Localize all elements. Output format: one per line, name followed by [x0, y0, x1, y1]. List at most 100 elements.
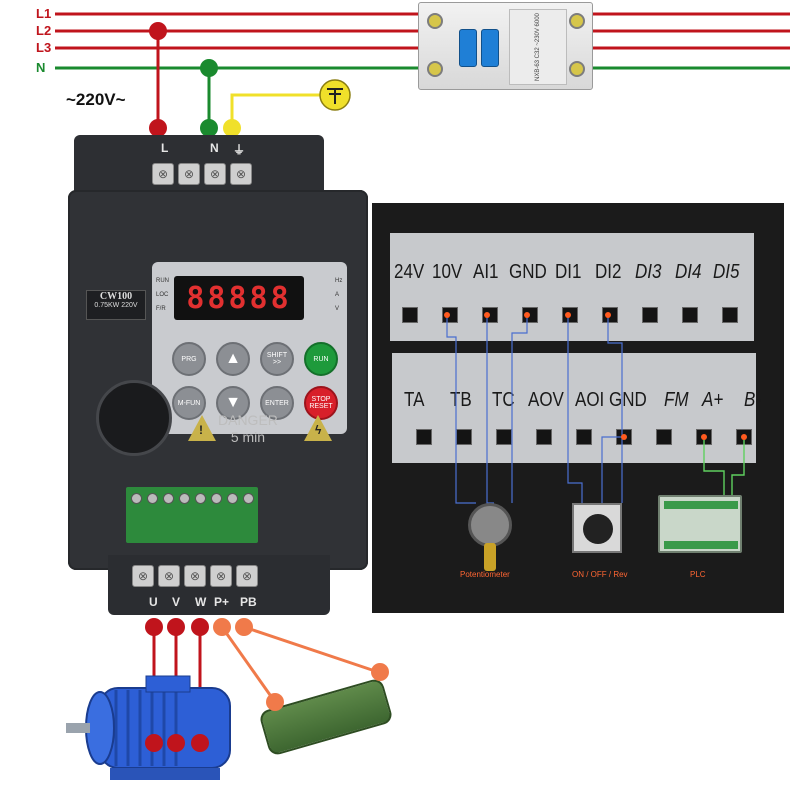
l2-junction-dot [149, 22, 167, 40]
vfd-inverter: L N ⏚ ⊗ ⊗ ⊗ ⊗ CW100 0.75KW 220V RUN LOC … [68, 135, 368, 615]
terminal-label-w: W [195, 595, 207, 609]
resistor-end-dot [371, 663, 389, 681]
inverter-bottom-section: ⊗ ⊗ ⊗ ⊗ ⊗ U V W P+ PB [108, 555, 330, 615]
terminal-a-plus: A+ [702, 389, 724, 411]
potentiometer-icon [468, 503, 512, 547]
led-label-run: RUN [156, 278, 169, 284]
led-label-v: V [335, 306, 340, 312]
danger-time: 5 min [230, 429, 266, 445]
breaker-lever [459, 29, 477, 67]
model-badge: CW100 0.75KW 220V [86, 290, 146, 320]
warning-triangle-icon: ! [188, 415, 216, 441]
terminal-label-p-plus: P+ [214, 595, 230, 609]
terminal-10v: 10V [432, 261, 463, 283]
voltage-label: ~220V~ [66, 90, 126, 109]
screw-icon [569, 61, 585, 77]
breaker-lever [481, 29, 499, 67]
label-l2: L2 [36, 23, 52, 38]
u-terminal-dot [145, 618, 163, 636]
down-key[interactable]: ▼ [216, 386, 250, 420]
screw-terminal: ⊗ [152, 163, 174, 185]
terminal-di1: DI1 [555, 261, 582, 283]
control-terminal-block [126, 487, 258, 543]
input-terminal-block: ⊗ ⊗ ⊗ ⊗ [152, 163, 252, 185]
terminal-fm: FM [664, 389, 689, 411]
terminal-ai1: AI1 [473, 261, 499, 283]
speed-knob[interactable] [96, 380, 172, 456]
screw-terminal: ⊗ [210, 565, 232, 587]
w-terminal-dot [191, 618, 209, 636]
plc-label: PLC [690, 570, 706, 579]
run-key-label: RUN [313, 355, 329, 363]
screw-terminal: ⊗ [236, 565, 258, 587]
shift-key-label: SHIFT [266, 352, 288, 359]
control-terminal-panel: 24V 10V AI1 GND DI1 DI2 DI3 DI4 DI5 TA T… [372, 203, 784, 613]
model-spec: 0.75KW 220V [94, 302, 138, 309]
switch-label: ON / OFF / Rev [572, 570, 628, 579]
terminal-label-u: U [149, 595, 158, 609]
terminal-gnd-top: GND [509, 261, 547, 283]
run-key[interactable]: RUN [304, 342, 338, 376]
keypad-panel: RUN LOC F/R Hz A V 88888 PRG ▲ SHIFT>> R… [152, 262, 347, 434]
screw-icon [427, 13, 443, 29]
reset-key-label: RESET [309, 403, 333, 410]
screw-terminal: ⊗ [158, 565, 180, 587]
label-n: N [36, 60, 46, 75]
shift-key[interactable]: SHIFT>> [260, 342, 294, 376]
led-label-loc: LOC [156, 292, 169, 298]
motor-icon [66, 675, 231, 780]
led-display: 88888 [174, 276, 304, 320]
v-terminal-dot [167, 618, 185, 636]
pe-terminal-dot [223, 119, 241, 137]
terminal-di3: DI3 [635, 261, 662, 283]
motor-terminal-dots [145, 734, 209, 752]
screw-icon [427, 61, 443, 77]
terminal-label-pb: PB [240, 595, 257, 609]
terminal-gnd-bottom: GND [609, 389, 647, 411]
led-label-a: A [335, 292, 340, 298]
enter-key-label: ENTER [265, 399, 289, 407]
prg-key-label: PRG [181, 355, 197, 363]
resistor-terminal-dots [266, 693, 284, 711]
electric-hazard-icon: ϟ [304, 415, 332, 441]
up-arrow-icon: ▲ [225, 350, 241, 367]
circuit-breaker: NXB-63 C32 ~230V 6000 [418, 2, 593, 90]
terminal-label-v: V [172, 595, 181, 609]
screw-icon [569, 13, 585, 29]
n-junction-dot [200, 59, 218, 77]
inverter-top-section: L N ⏚ ⊗ ⊗ ⊗ ⊗ [74, 135, 324, 195]
up-key[interactable]: ▲ [216, 342, 250, 376]
danger-text: DANGER [218, 412, 278, 428]
terminal-ta: TA [404, 389, 425, 411]
top-terminal-strip [390, 233, 754, 341]
pb-terminal-dot [235, 618, 253, 636]
potentiometer-shaft [484, 543, 496, 571]
shift-key-sub: >> [272, 359, 282, 366]
terminal-label-l: L [161, 141, 169, 155]
terminal-di2: DI2 [595, 261, 622, 283]
down-arrow-icon: ▼ [225, 394, 241, 411]
terminal-di5: DI5 [713, 261, 740, 283]
led-label-hz: Hz [335, 278, 343, 284]
enter-key[interactable]: ENTER [260, 386, 294, 420]
terminal-label-pe: ⏚ [233, 143, 246, 157]
label-l1: L1 [36, 6, 52, 21]
terminal-label-n: N [210, 141, 219, 155]
output-terminal-block: ⊗ ⊗ ⊗ ⊗ ⊗ [132, 565, 258, 587]
stop-key-label: STOP [311, 396, 331, 403]
breaker-label: NXB-63 C32 ~230V 6000 [509, 9, 567, 85]
l-terminal-dot [149, 119, 167, 137]
mfun-key[interactable]: M-FUN [172, 386, 206, 420]
terminal-di4: DI4 [675, 261, 702, 283]
model-name: CW100 [99, 291, 133, 302]
screw-terminal: ⊗ [204, 163, 226, 185]
terminal-b-minus: B- [744, 389, 761, 411]
inverter-body: CW100 0.75KW 220V RUN LOC F/R Hz A V 888… [68, 190, 368, 570]
terminal-24v: 24V [394, 261, 425, 283]
bottom-terminal-strip [392, 353, 756, 463]
prg-key[interactable]: PRG [172, 342, 206, 376]
screw-terminal: ⊗ [178, 163, 200, 185]
danger-notice: DANGER 5 min [218, 412, 278, 446]
plc-module-icon [658, 495, 742, 553]
screw-terminal: ⊗ [230, 163, 252, 185]
